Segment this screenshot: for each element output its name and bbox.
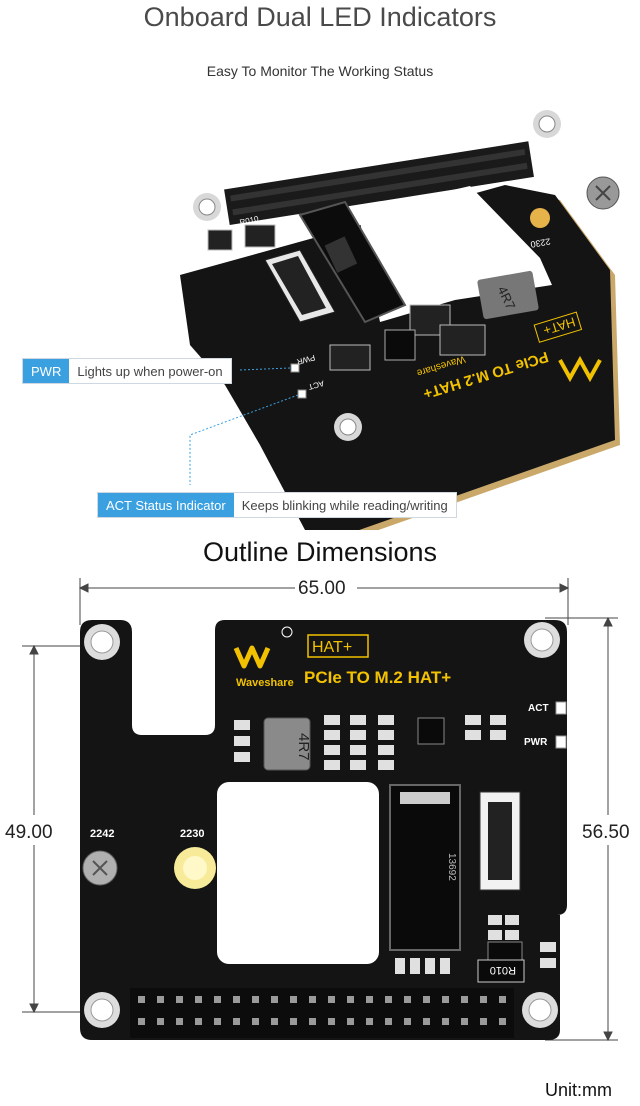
board-act-label: ACT: [307, 379, 325, 392]
act-callout: ACT Status Indicator Keeps blinking whil…: [97, 492, 457, 518]
board-photo-top: 4R7 2230 2242 PCIe TO M.2 HAT+ HAT+ Wave…: [180, 110, 620, 530]
gpio-pin: [404, 1018, 411, 1025]
gpio-pin: [366, 996, 373, 1003]
inductor: [477, 270, 539, 320]
gpio-pin: [214, 1018, 221, 1025]
gpio-pin: [328, 996, 335, 1003]
gpio-pin: [214, 996, 221, 1003]
ic-chip: [417, 717, 445, 745]
gpio-pin: [366, 1018, 373, 1025]
gpio-pin: [499, 1018, 506, 1025]
gpio-pin: [423, 996, 430, 1003]
gpio-header: [130, 988, 514, 1038]
act-leader-line: [189, 394, 299, 485]
waveshare-logo: [558, 355, 602, 383]
gpio-pin: [309, 1018, 316, 1025]
outline-drawing: 2242 2230 Waveshare HAT+ PCIe TO M.2 HAT…: [22, 578, 618, 1042]
gpio-pin: [195, 1018, 202, 1025]
mounting-holes: [193, 110, 561, 441]
board-r010-label: R010: [490, 964, 516, 976]
brand-label: Waveshare: [236, 677, 294, 689]
gpio-pin: [252, 1018, 259, 1025]
standoff-2230: [530, 208, 550, 228]
width-dimension: 65.00: [298, 578, 346, 599]
pwr-leader-line: [239, 367, 291, 371]
r010-resistor: [477, 959, 525, 983]
gpio-pin: [347, 1018, 354, 1025]
right-height-dimension-line: [545, 616, 618, 1042]
label-2242: 2242: [90, 828, 114, 840]
waveshare-logo: [233, 645, 271, 669]
smd-components: [234, 715, 556, 974]
act-led: [555, 701, 567, 715]
act-callout-tag: ACT Status Indicator: [98, 493, 234, 517]
gpio-pin: [328, 1018, 335, 1025]
gpio-pin: [290, 1018, 297, 1025]
board-name-label: PCIe TO M.2 HAT+: [304, 668, 451, 687]
left-height-dimension: 49.00: [5, 822, 53, 843]
board-act-label: ACT: [528, 703, 549, 714]
gpio-pin: [442, 1018, 449, 1025]
m2-chip-label: 13692: [446, 853, 457, 881]
label-2242: 2242: [600, 215, 613, 236]
inductor-label: 4R7: [295, 733, 312, 761]
unit-label: Unit:mm: [545, 1080, 612, 1100]
gpio-pin: [157, 996, 164, 1003]
outline-title: Outline Dimensions: [202, 537, 438, 567]
board-pwr-label: PWR: [524, 737, 548, 748]
gpio-pin: [195, 996, 202, 1003]
gpio-pin: [404, 996, 411, 1003]
gpio-pin: [233, 996, 240, 1003]
inductor: [263, 717, 311, 771]
board-cutout: [217, 782, 379, 964]
gpio-pin: [271, 996, 278, 1003]
label-2230: 2230: [530, 236, 551, 249]
gpio-pin: [385, 996, 392, 1003]
pwr-led: [555, 735, 567, 749]
gpio-pin: [138, 996, 145, 1003]
width-dimension-line: [78, 578, 570, 625]
pwr-led: [290, 363, 300, 373]
mounting-holes: [84, 622, 560, 1028]
m2-slot: [389, 784, 461, 951]
page-title: Onboard Dual LED Indicators: [143, 2, 497, 32]
gpio-pin: [176, 1018, 183, 1025]
gpio-pin: [347, 996, 354, 1003]
hat-box: [307, 634, 369, 658]
gpio-pin: [138, 1018, 145, 1025]
gpio-pin: [461, 1018, 468, 1025]
gpio-pin: [499, 996, 506, 1003]
gpio-pin: [385, 1018, 392, 1025]
pwr-callout-desc: Lights up when power-on: [77, 363, 223, 379]
gpio-pin: [461, 996, 468, 1003]
gpio-pin: [480, 1018, 487, 1025]
smd-components: [207, 224, 486, 371]
gpio-pin: [271, 1018, 278, 1025]
gpio-pin: [442, 996, 449, 1003]
right-height-dimension: 56.50: [582, 822, 630, 843]
gpio-pin: [309, 996, 316, 1003]
act-callout-desc: Keeps blinking while reading/writing: [241, 497, 448, 513]
hat-label: HAT+: [312, 639, 352, 656]
gpio-pin: [290, 996, 297, 1003]
gpio-pin: [157, 1018, 164, 1025]
page-subtitle: Easy To Monitor The Working Status: [206, 63, 434, 79]
gpio-pin: [176, 996, 183, 1003]
act-led: [297, 389, 307, 399]
gpio-pin: [423, 1018, 430, 1025]
gpio-pin: [252, 996, 259, 1003]
pwr-callout-tag: PWR: [23, 359, 70, 383]
pwr-callout: PWR Lights up when power-on: [22, 358, 232, 384]
board-r010-label: R010: [239, 214, 260, 227]
gpio-pin: [233, 1018, 240, 1025]
label-2230: 2230: [180, 828, 204, 840]
gpio-pin: [480, 996, 487, 1003]
